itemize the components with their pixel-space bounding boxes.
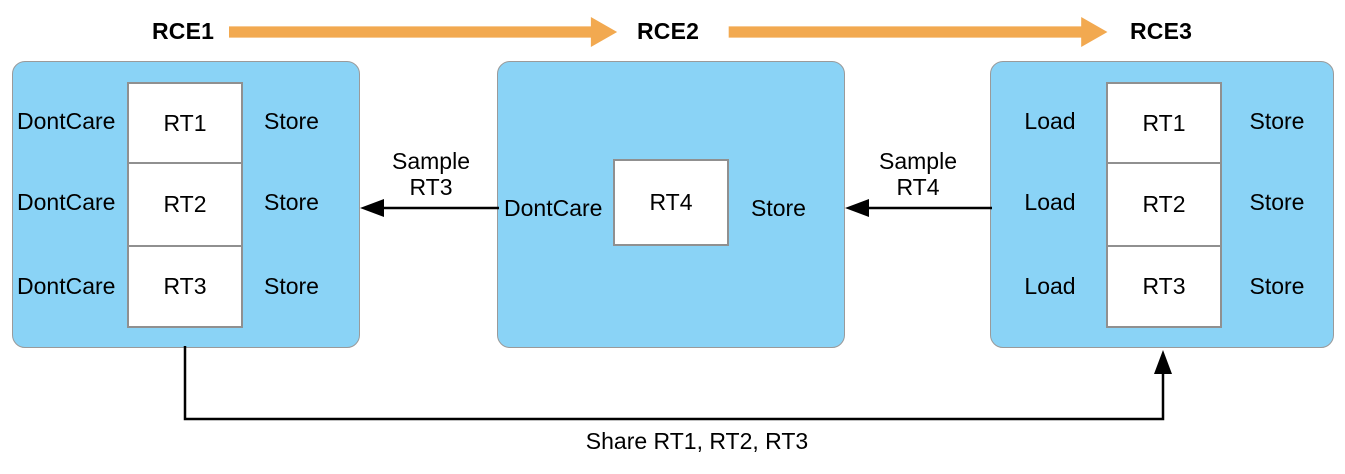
rce2-right-label-0: Store (751, 194, 806, 221)
rce1-left-label-0: DontCare (17, 108, 116, 134)
rce3-left-label-1: Load (1024, 189, 1076, 215)
edge-label-share: Share RT1, RT2, RT3 (585, 428, 809, 454)
rce3-right-label-1: Store (1249, 189, 1305, 215)
rce2-register-rt4[interactable]: RT4 (613, 159, 729, 246)
phase-arrow-rce2-to-rce3 (728, 17, 1108, 47)
rce1-left-label-2: DontCare (17, 272, 116, 299)
rce1-right-label-0: Store (264, 108, 319, 134)
rce1-left-label-1: DontCare (17, 189, 116, 215)
rce1-register-rt2[interactable]: RT2 (129, 162, 241, 245)
phase-label-rce1: RCE1 (152, 18, 215, 44)
rce3-register-rt1[interactable]: RT1 (1108, 84, 1220, 162)
rce1-register-stack: RT1 RT2 RT3 (127, 82, 243, 328)
rce1-right-label-2: Store (264, 272, 319, 299)
phase-label-rce2: RCE2 (637, 18, 700, 44)
rce3-register-rt2[interactable]: RT2 (1108, 162, 1220, 245)
phase-arrow-rce1-to-rce2 (229, 17, 618, 47)
edge-label-sample-rt3-line2: RT3 (409, 174, 453, 200)
rce3-left-label-0: Load (1024, 108, 1076, 134)
edge-label-sample-rt4: Sample RT4 (855, 148, 981, 200)
rce1-register-rt3[interactable]: RT3 (129, 245, 241, 326)
edge-label-sample-rt3: Sample RT3 (368, 148, 494, 200)
rce3-left-label-2: Load (1024, 272, 1076, 299)
rce3-right-label-2: Store (1249, 272, 1305, 299)
edge-arrow-sample-rt4 (845, 199, 992, 217)
rce3-right-label-0: Store (1249, 108, 1305, 134)
edge-label-sample-rt4-line2: RT4 (896, 174, 940, 200)
edge-label-sample-rt4-line1: Sample (879, 148, 957, 174)
rce3-register-stack: RT1 RT2 RT3 (1106, 82, 1222, 328)
edge-arrow-share (183, 346, 1172, 421)
edge-label-sample-rt3-line1: Sample (392, 148, 470, 174)
edge-arrow-sample-rt3 (360, 199, 499, 217)
phase-label-rce3: RCE3 (1130, 18, 1193, 44)
rce1-right-label-1: Store (264, 189, 319, 215)
rce3-register-rt3[interactable]: RT3 (1108, 245, 1220, 326)
rce2-left-label-0: DontCare (504, 194, 603, 221)
rce1-register-rt1[interactable]: RT1 (129, 84, 241, 162)
